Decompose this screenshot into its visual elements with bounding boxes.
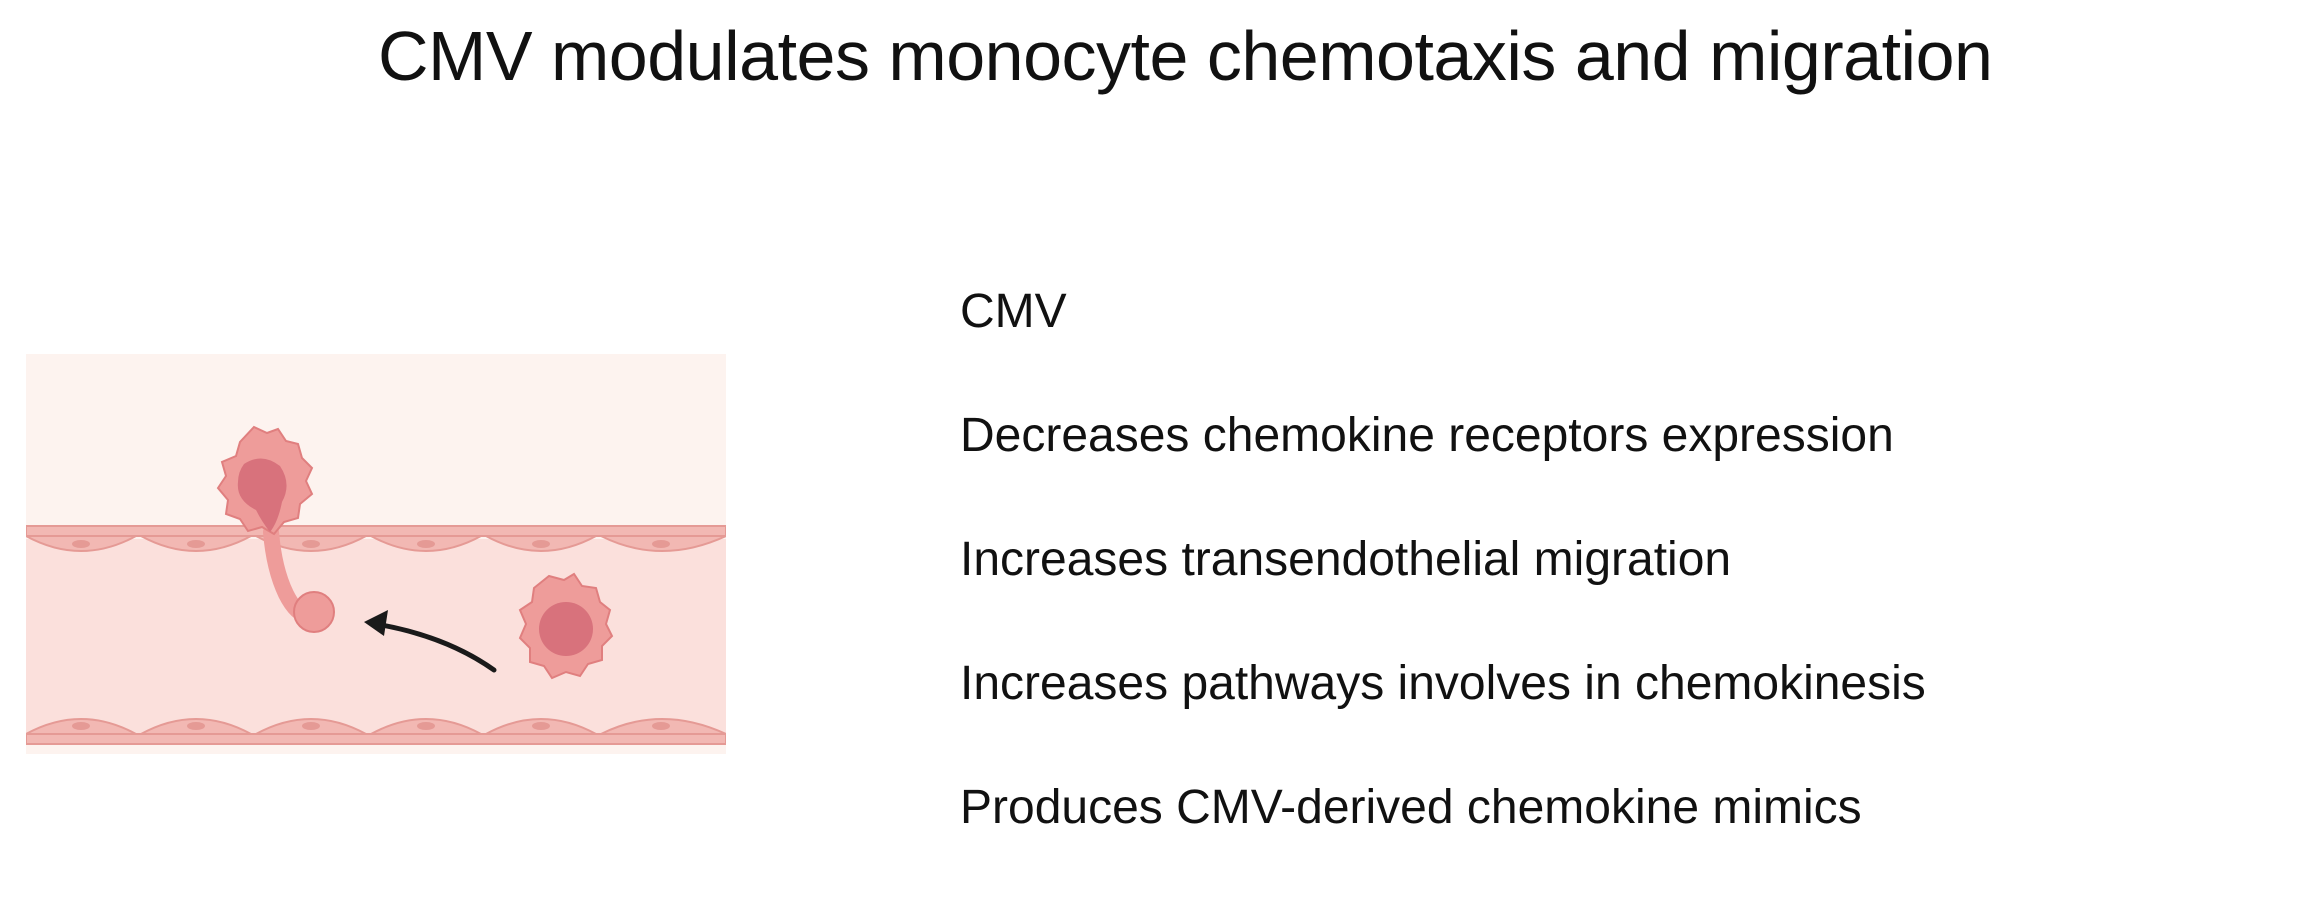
effect-item-cmv: CMV [960,285,1067,338]
transendothelial-migration-illustration [26,354,726,754]
effect-item-transendothelial: Increases transendothelial migration [960,533,1732,586]
monocyte-icon [216,425,335,633]
endothelial-nuclei-bottom [72,722,670,730]
effect-item-receptors: Decreases chemokine receptors expression [960,409,1894,462]
monocyte-circulating [518,572,614,680]
migration-arrow-icon [364,610,497,673]
effect-item-chemokinesis: Increases pathways involves in chemokine… [960,657,1926,710]
effects-list: CMV Decreases chemokine receptors expres… [960,282,1926,902]
figure-title: CMV modulates monocyte chemotaxis and mi… [378,17,1993,95]
blood-vessel-icon [26,539,726,739]
endothelial-cell-icon [72,540,670,548]
effect-item-mimics: Produces CMV-derived chemokine mimics [960,781,1862,834]
